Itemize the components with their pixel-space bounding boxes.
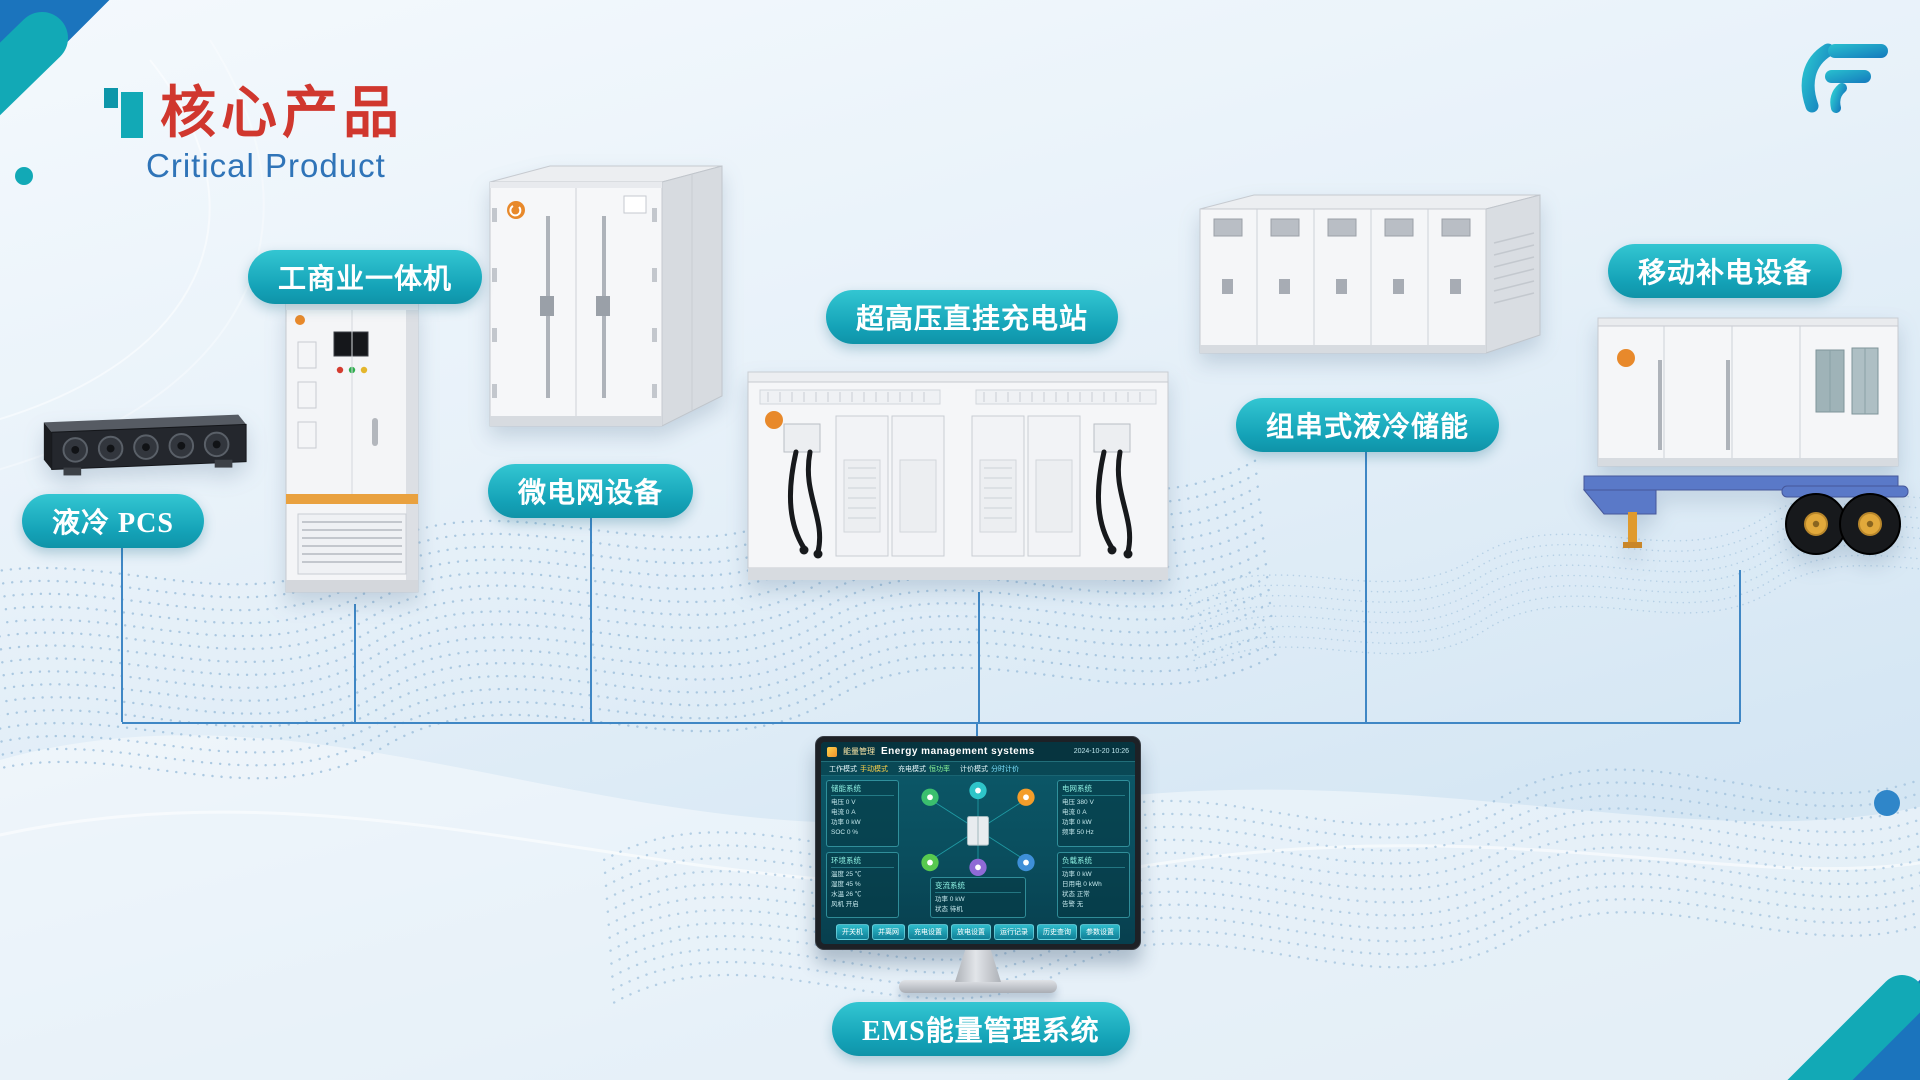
connector-mobile [1739,570,1741,722]
brand-logo-icon [1801,43,1888,113]
screen-button: 充电设置 [908,924,948,940]
ems-panel-storage: 储能系统 电压 0 V 电流 0 A 功率 0 kW SOC 0 % [826,780,899,847]
screen-buttons: 开关机 并离网 充电设置 放电设置 运行记录 历史查询 参数设置 [821,922,1135,942]
label-mobile-power: 移动补电设备 [1608,244,1843,298]
screen-logo-icon [827,746,837,757]
screen-button: 并离网 [872,924,905,940]
ems-panel-grid: 电网系统 电压 380 V 电流 0 A 功率 0 kW 频率 50 Hz [1057,780,1130,847]
mode-row: 工作模式手动模式 充电模式恒功率 计价模式分时计价 [821,762,1135,776]
screen-main: 储能系统 电压 0 V 电流 0 A 功率 0 kW SOC 0 % 环境系统 … [821,776,1135,922]
ems-panel-pcs: 变流系统 功率 0 kW 状态 待机 [930,877,1026,918]
label-all-in-one: 工商业一体机 [248,250,483,304]
connector-main-horizontal [122,722,1740,724]
connector-ems [976,722,978,742]
monitor-bezel: 能量管理 Energy management systems 2024-10-2… [815,736,1141,950]
connector-microgrid [590,514,592,722]
screen-button: 运行记录 [994,924,1034,940]
page-subtitle: Critical Product [146,146,386,184]
mode-value: 手动模式 [860,765,888,773]
label-microgrid: 微电网设备 [488,464,694,518]
page-title: 核心产品 [160,81,404,144]
screen-title: Energy management systems [881,746,1035,757]
label-liquid-cooling-pcs: 液冷 PCS [22,494,204,548]
microgrid-equipment-image [486,158,726,453]
connector-charging [978,592,980,722]
corner-decoration-top-left [0,0,110,185]
string-storage-image [1194,183,1546,369]
label-charging-station: 超高压直挂充电站 [826,290,1119,344]
screen-button: 开关机 [836,924,869,940]
mode-label: 充电模式 [898,765,926,773]
monitor-stand-base [899,980,1057,993]
connector-pcs [121,545,123,722]
label-ems: EMS能量管理系统 [832,1002,1130,1056]
title-block: 核心产品 Critical Product [104,81,404,185]
edge-dot-decoration [1874,790,1900,816]
mobile-power-trailer-image [1564,310,1916,568]
charging-station-image [740,368,1176,590]
connector-string-storage [1365,449,1367,722]
mode-value: 恒功率 [929,765,950,773]
screen-datetime: 2024-10-20 10:26 [1073,748,1129,755]
mode-value: 分时计价 [991,765,1019,773]
mode-label: 计价模式 [960,765,988,773]
screen-brand: 能量管理 [843,747,875,756]
monitor-screen: 能量管理 Energy management systems 2024-10-2… [821,742,1135,944]
ems-panel-load: 负载系统 功率 0 kW 日用电 0 kWh 状态 正常 告警 无 [1057,851,1130,918]
screen-button: 参数设置 [1080,924,1120,940]
ems-monitor: 能量管理 Energy management systems 2024-10-2… [815,736,1141,993]
monitor-stand-neck [955,950,1001,982]
screen-button: 历史查询 [1037,924,1077,940]
title-accent-bar [104,84,146,142]
corner-decoration-bottom-right [1787,975,1920,1080]
all-in-one-cabinet-image [276,298,434,603]
screen-button: 放电设置 [951,924,991,940]
label-string-storage: 组串式液冷储能 [1236,398,1500,452]
screen-header: 能量管理 Energy management systems 2024-10-2… [821,742,1135,762]
mode-label: 工作模式 [829,765,857,773]
ems-panel-environment: 环境系统 温度 25 ℃ 湿度 45 % 水温 26 ℃ 风机 开启 [826,851,899,918]
ems-flow-diagram [921,781,1035,876]
liquid-cooling-pcs-image [36,406,252,484]
connector-all-in-one [354,604,356,722]
